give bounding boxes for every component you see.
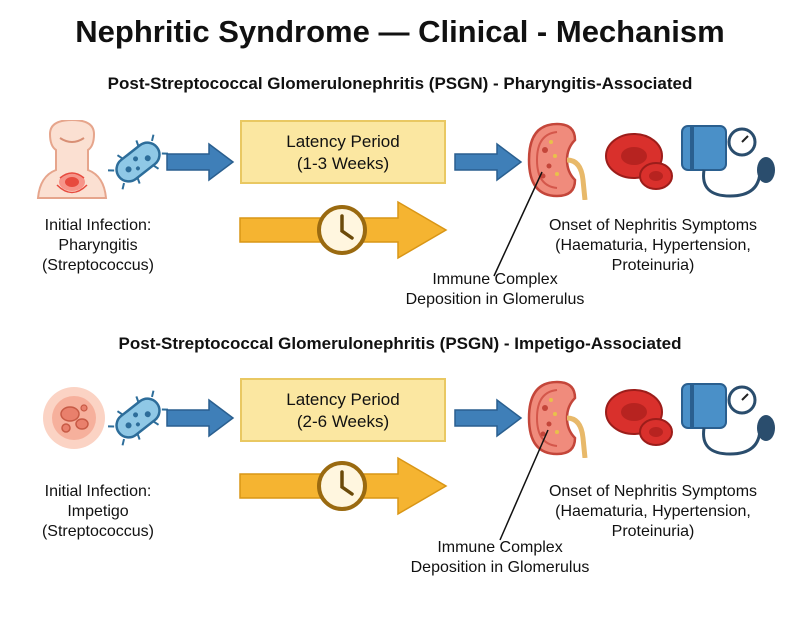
- blood-pressure-cuff-icon: [681, 383, 775, 456]
- latency-title: Latency Period: [286, 390, 400, 409]
- immune-line2: Deposition in Glomerulus: [405, 291, 585, 308]
- onset-label: Onset of Nephritis Symptoms (Haematuria,…: [528, 216, 778, 276]
- diagram-title: Nephritic Syndrome — Clinical - Mechanis…: [75, 14, 725, 49]
- pointer-line: [493, 171, 543, 277]
- infection-heading: Initial Infection:: [44, 483, 152, 500]
- infection-label: Initial Infection: Pharyngitis (Streptoc…: [18, 216, 178, 276]
- latency-duration: (1-3 Weeks): [296, 154, 390, 173]
- onset-symptoms-cont: Proteinuria): [611, 523, 695, 540]
- latency-period-box: Latency Period (1-3 Weeks): [240, 120, 446, 184]
- immune-line2: Deposition in Glomerulus: [410, 559, 590, 576]
- clock-icon: [317, 461, 367, 511]
- onset-heading: Onset of Nephritis Symptoms: [548, 217, 758, 234]
- onset-symptoms: (Haematuria, Hypertension,: [555, 503, 751, 520]
- blue-arrow-icon: [454, 398, 523, 438]
- onset-symptoms-cont: Proteinuria): [611, 257, 695, 274]
- infection-name: Impetigo: [67, 503, 129, 520]
- immune-complex-label: Immune Complex Deposition in Glomerulus: [385, 270, 605, 310]
- latency-duration: (2-6 Weeks): [296, 412, 390, 431]
- infection-organism: (Streptococcus): [41, 523, 155, 540]
- onset-heading: Onset of Nephritis Symptoms: [548, 483, 758, 500]
- latency-title: Latency Period: [286, 132, 400, 151]
- red-blood-cell-icon: [605, 133, 673, 190]
- clock-icon: [317, 205, 367, 255]
- infection-name: Pharyngitis: [58, 237, 138, 254]
- kidney-icon: [527, 122, 588, 200]
- bacteria-icon: [108, 390, 168, 446]
- inflamed-throat-icon: [36, 120, 108, 199]
- impetigo-section: Latency Period (2-6 Weeks) Initial Inf: [0, 378, 800, 628]
- bacteria-icon: [108, 134, 168, 190]
- infection-heading: Initial Infection:: [44, 217, 152, 234]
- onset-symptoms: (Haematuria, Hypertension,: [555, 237, 751, 254]
- skin-lesion-icon: [43, 387, 105, 449]
- kidney-icon: [527, 380, 588, 458]
- blue-arrow-icon: [454, 142, 523, 182]
- immune-line1: Immune Complex: [437, 539, 563, 556]
- blue-arrow-icon: [166, 142, 235, 182]
- section-subtitle: Post-Streptococcal Glomerulonephritis (P…: [118, 334, 682, 353]
- infection-label: Initial Infection: Impetigo (Streptococc…: [18, 482, 178, 542]
- immune-line1: Immune Complex: [432, 271, 558, 288]
- pointer-line: [499, 429, 549, 541]
- onset-label: Onset of Nephritis Symptoms (Haematuria,…: [528, 482, 778, 542]
- latency-period-box: Latency Period (2-6 Weeks): [240, 378, 446, 442]
- blood-pressure-cuff-icon: [681, 125, 775, 198]
- blue-arrow-icon: [166, 398, 235, 438]
- infection-organism: (Streptococcus): [41, 257, 155, 274]
- immune-complex-label: Immune Complex Deposition in Glomerulus: [390, 538, 610, 578]
- red-blood-cell-icon: [605, 389, 673, 446]
- pharyngitis-section: Latency Period (1-3 Weeks): [0, 120, 800, 370]
- section-subtitle: Post-Streptococcal Glomerulonephritis (P…: [107, 74, 693, 93]
